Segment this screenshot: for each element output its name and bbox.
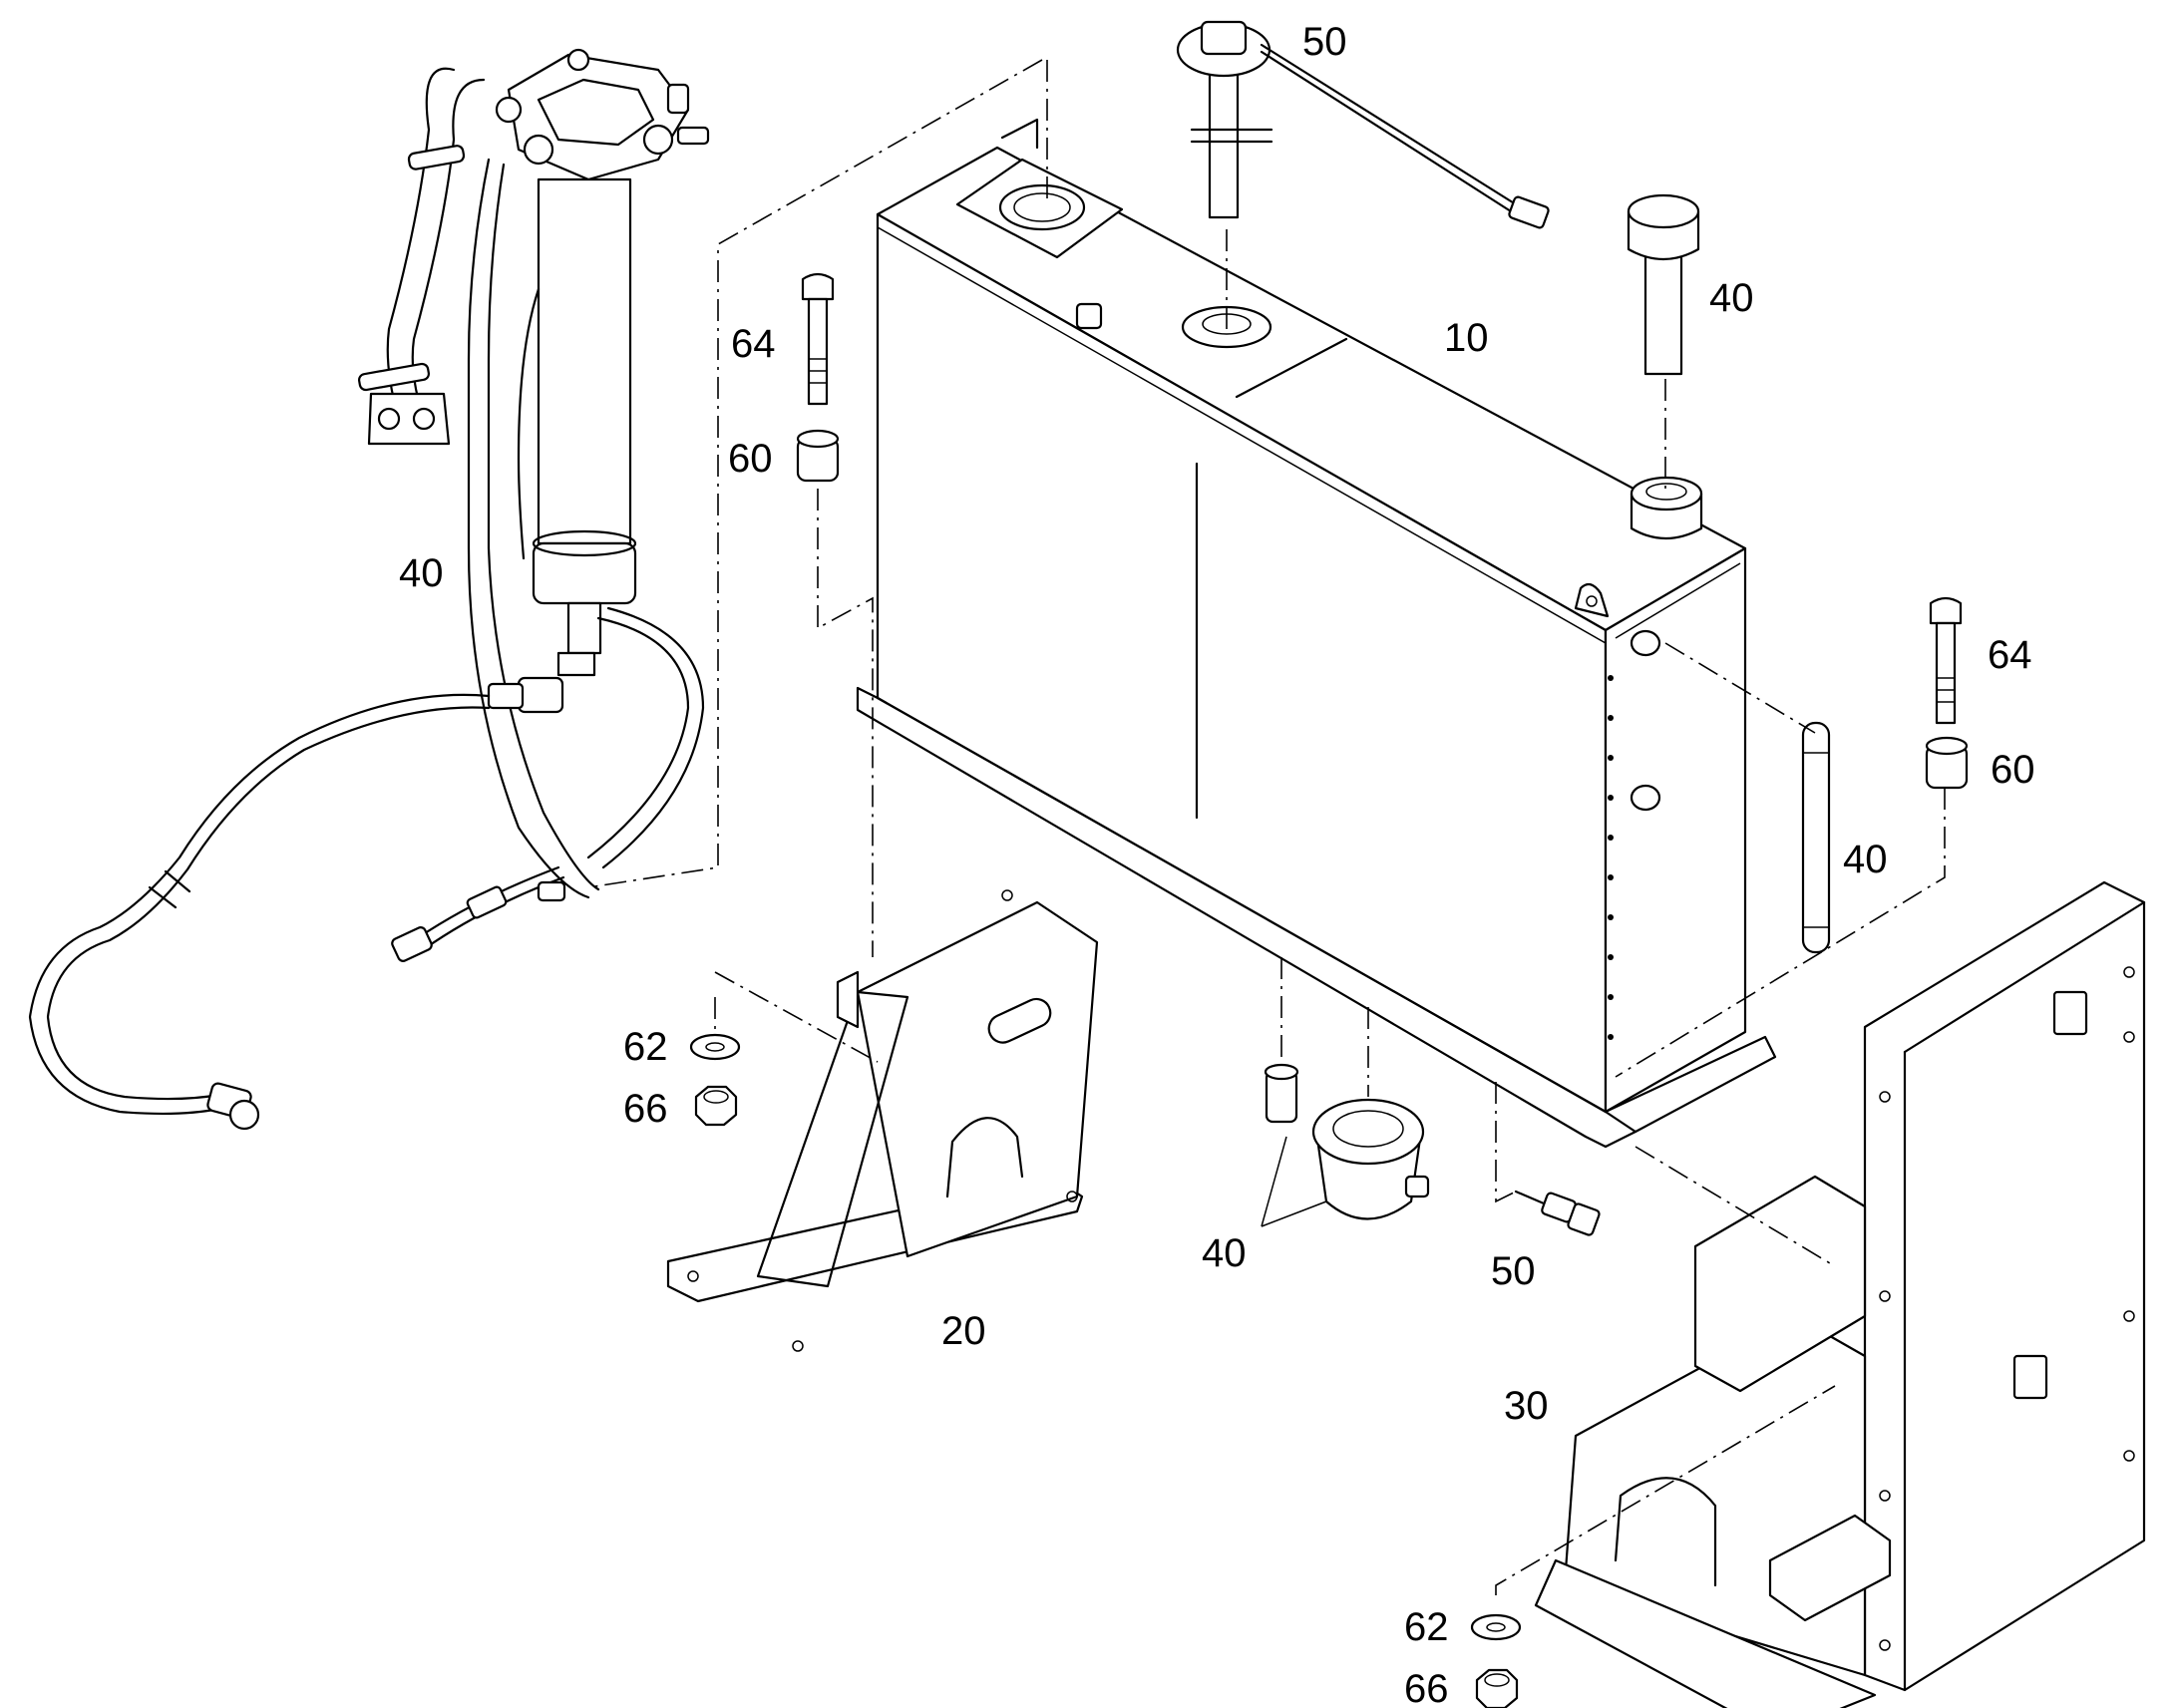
callout-numbers: 50 40 10 64 60 40 64 60 40 62 66 40 50 2… — [399, 20, 2035, 1708]
level-sender — [1176, 20, 1550, 229]
callout-breather: 40 — [1709, 276, 1754, 320]
callout-bolt-right: 64 — [1988, 633, 2032, 677]
drain-fittings — [1264, 1063, 1430, 1220]
filter-assembly — [28, 48, 710, 1131]
callout-nut-left: 66 — [623, 1087, 668, 1131]
callout-washer-left: 62 — [623, 1025, 668, 1069]
filler-opening — [955, 158, 1124, 259]
bolt-left — [801, 272, 835, 406]
callout-tank: 10 — [1444, 316, 1489, 360]
assembly-leader-lines — [587, 59, 1946, 1595]
temperature-sensor — [1514, 1190, 1601, 1236]
callout-filter-assembly: 40 — [399, 551, 444, 595]
sight-gauge — [1801, 721, 1831, 954]
callout-bracket-right: 30 — [1504, 1384, 1549, 1428]
callout-bolt-left: 64 — [731, 322, 776, 366]
rivet-row — [1608, 675, 1614, 1040]
callout-bracket-left: 20 — [941, 1309, 986, 1353]
support-bracket-right — [1534, 880, 2146, 1708]
callout-drain-parts: 40 — [1202, 1231, 1247, 1275]
nut-left — [694, 1085, 738, 1127]
callout-sight-gauge: 40 — [1843, 838, 1888, 881]
breather-cap — [1627, 193, 1700, 376]
spacer-left — [796, 429, 840, 483]
callout-spacer-right: 60 — [1991, 748, 2035, 792]
spacer-right — [1925, 736, 1969, 790]
hydraulic-tank — [856, 118, 1777, 1149]
washer-right — [1470, 1613, 1522, 1641]
callout-sensor-bottom: 50 — [1491, 1249, 1536, 1293]
washer-left — [689, 1033, 741, 1061]
bolt-right — [1929, 596, 1963, 725]
callout-nut-right: 66 — [1404, 1667, 1449, 1708]
callout-sender-top: 50 — [1302, 20, 1347, 64]
nut-right — [1475, 1668, 1519, 1708]
support-bracket-left — [666, 889, 1099, 1352]
callout-washer-right: 62 — [1404, 1605, 1449, 1649]
callout-spacer-left: 60 — [728, 437, 773, 481]
